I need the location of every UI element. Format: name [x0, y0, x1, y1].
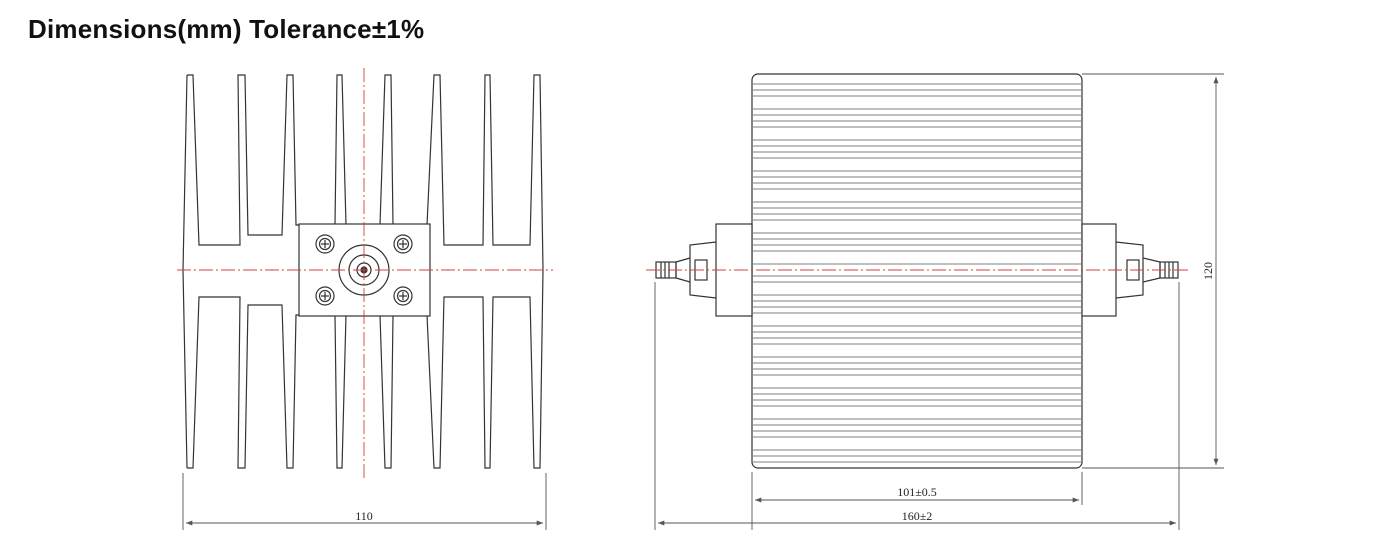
side-dimensions [654, 73, 1224, 530]
mounting-screw-br [393, 286, 413, 306]
mounting-screw-bl [315, 286, 335, 306]
mounting-screw-tl [315, 234, 335, 254]
height-label: 120 [1201, 262, 1215, 280]
mounting-screw-tr [393, 234, 413, 254]
body-grooves [753, 83, 1081, 463]
front-centerlines [177, 68, 553, 478]
page-title: Dimensions(mm) Tolerance±1% [28, 14, 425, 44]
front-view [182, 74, 544, 469]
resistor-body [751, 73, 1083, 469]
heatsink-left-profile [182, 74, 188, 469]
total-length-label: 160±2 [902, 509, 933, 523]
side-view [655, 73, 1179, 469]
front-width-label: 110 [355, 509, 373, 523]
front-width-dimension [182, 473, 547, 530]
body-length-label: 101±0.5 [897, 485, 937, 499]
